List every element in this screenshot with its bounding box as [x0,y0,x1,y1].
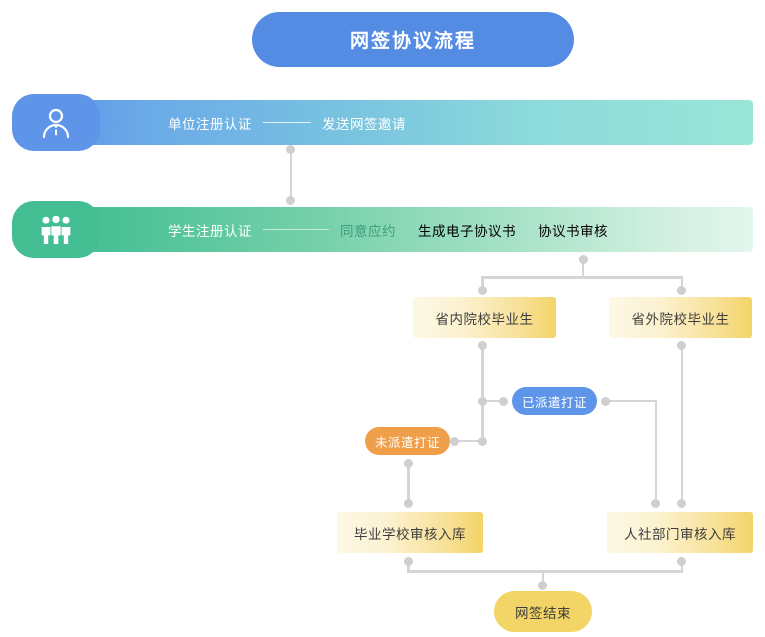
connector-dot [286,145,295,154]
connector-line-in-province-down [481,345,484,441]
connector-line-merge-horizontal [407,570,684,573]
stage-steps-student: 学生注册认证 同意应约 生成电子协议书 协议书审核 [168,207,608,252]
connector-dot [677,499,687,508]
connector-dot [578,255,588,264]
step-student-register[interactable]: 学生注册认证 [168,223,252,239]
connector-dot [477,286,487,295]
connector-line-student-to-split [581,259,585,277]
step-agreement-review[interactable]: 协议书审核 [538,223,608,239]
connector-line-dispatched-down [654,399,657,500]
page-title: 网签协议流程 [252,12,574,67]
connector-dot [538,581,548,590]
node-out-province-graduate[interactable]: 省外院校毕业生 [609,297,752,338]
stage-steps-organization: 单位注册认证 发送网签邀请 [168,100,406,145]
step-generate-e-agreement[interactable]: 生成电子协议书 [418,223,516,239]
connector-line-merge-to-finish [541,570,544,584]
connector-dot [499,396,508,406]
connector-line-dispatched-right [607,399,657,403]
connector-dot [651,499,661,508]
node-hr-department-review-archive[interactable]: 人社部门审核入库 [607,512,753,553]
connector-dot [477,436,487,446]
step-send-invitation[interactable]: 发送网签邀请 [322,116,406,132]
connector-line-org-to-student [289,149,292,199]
step-accept-agreement[interactable]: 同意应约 [340,223,396,239]
stage-row-student: 学生注册认证 同意应约 生成电子协议书 协议书审核 [12,201,753,258]
step-connector-dash [263,228,329,231]
connector-dot [286,196,295,205]
connector-dot [477,341,487,350]
node-signing-finished[interactable]: 网签结束 [494,591,592,632]
connector-line-school-to-merge [407,561,410,572]
group-people-icon [12,201,100,258]
node-in-province-graduate[interactable]: 省内院校毕业生 [413,297,556,338]
node-dispatched-certificate[interactable]: 已派遣打证 [512,387,597,415]
connector-dot [477,396,487,406]
stage-row-organization: 单位注册认证 发送网签邀请 [12,94,753,151]
node-school-review-archive[interactable]: 毕业学校审核入库 [337,512,483,553]
connector-line-to-out-province [680,276,683,289]
person-info-icon [12,94,100,151]
connector-line-hr-to-merge [680,561,683,572]
connector-line-to-undispatched [453,439,482,443]
step-org-register[interactable]: 单位注册认证 [168,116,252,132]
stage-bar-student: 学生注册认证 同意应约 生成电子协议书 协议书审核 [56,207,753,252]
connector-line-to-in-province [481,276,484,289]
connector-line-split-horizontal [481,276,683,279]
stage-bar-organization: 单位注册认证 发送网签邀请 [56,100,753,145]
step-connector-dash [263,121,311,124]
connector-dot [450,436,459,446]
connector-dot [677,557,687,566]
connector-dot [404,557,413,566]
connector-dot [404,459,413,468]
connector-dot [404,499,413,508]
connector-line-out-province-to-hr [680,345,683,500]
connector-line-to-dispatched [481,399,502,403]
connector-dot [601,396,610,406]
connector-dot [677,286,687,295]
connector-line-undispatched-to-school [407,463,410,500]
node-undispatched-certificate[interactable]: 未派遣打证 [365,427,450,455]
connector-dot [677,341,687,350]
